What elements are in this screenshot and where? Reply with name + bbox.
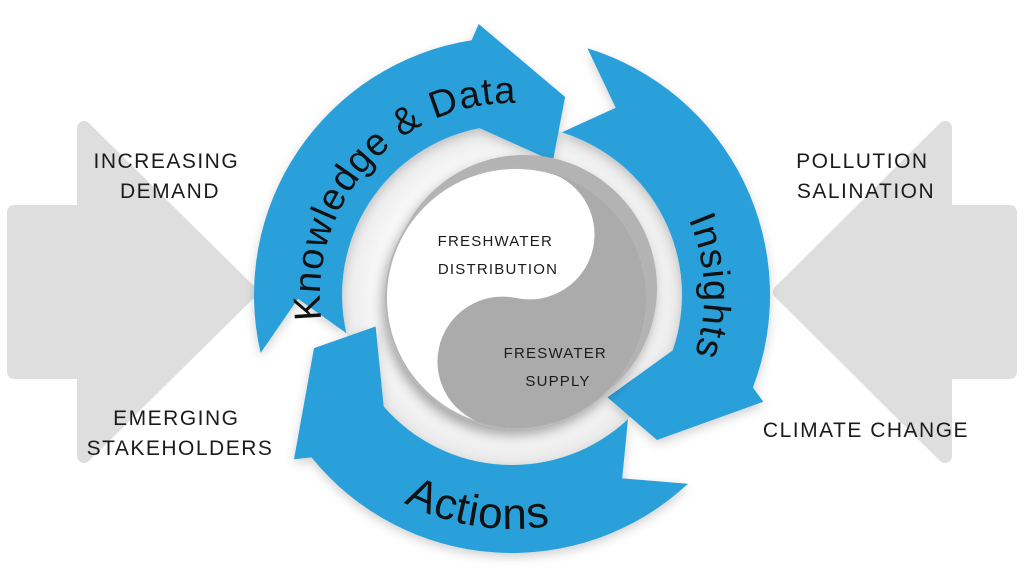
label-pollution-salination: POLLUTION SALINATION — [796, 150, 936, 203]
label-emerging-stakeholders: EMERGING STAKEHOLDERS — [87, 407, 274, 460]
driver-arrow-left — [7, 121, 257, 463]
yinyang-gray-half — [437, 170, 646, 428]
label-freshwater-distribution: FRESHWATER DISTRIBUTION — [438, 233, 559, 278]
driver-arrow-right — [773, 121, 1017, 463]
label-increasing-demand: INCREASING DEMAND — [93, 150, 246, 203]
cycle-arrow-knowledge-data — [254, 24, 566, 353]
cycle-arrow-actions — [294, 326, 688, 554]
cycle-arrow-insights — [561, 48, 771, 441]
external-driver-arrows — [7, 121, 1017, 463]
label-climate-change: CLIMATE CHANGE — [763, 419, 969, 442]
core-yinyang — [385, 155, 657, 429]
label-freswater-supply: FRESWATER SUPPLY — [504, 345, 613, 390]
cycle-ring — [254, 24, 771, 554]
